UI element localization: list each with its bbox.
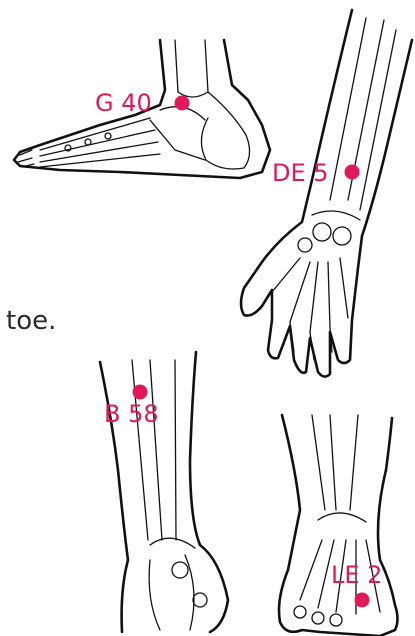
acupoint-de5-dot bbox=[345, 165, 360, 180]
acupoint-b58-dot bbox=[133, 385, 148, 400]
acupoint-label-de5: DE 5 bbox=[272, 161, 329, 185]
acupoint-label-le2: LE 2 bbox=[331, 563, 382, 587]
acupoint-g40-dot bbox=[175, 96, 190, 111]
acupoint-label-g40: G 40 bbox=[95, 91, 152, 115]
body-text-fragment: toe. bbox=[6, 308, 56, 334]
lower-leg-illustration bbox=[100, 352, 228, 632]
foot-dorsal-illustration bbox=[279, 415, 398, 636]
acupoint-le2-dot bbox=[355, 593, 370, 608]
forearm-hand-illustration bbox=[241, 10, 412, 377]
acupoint-label-b58: B 58 bbox=[104, 402, 159, 426]
